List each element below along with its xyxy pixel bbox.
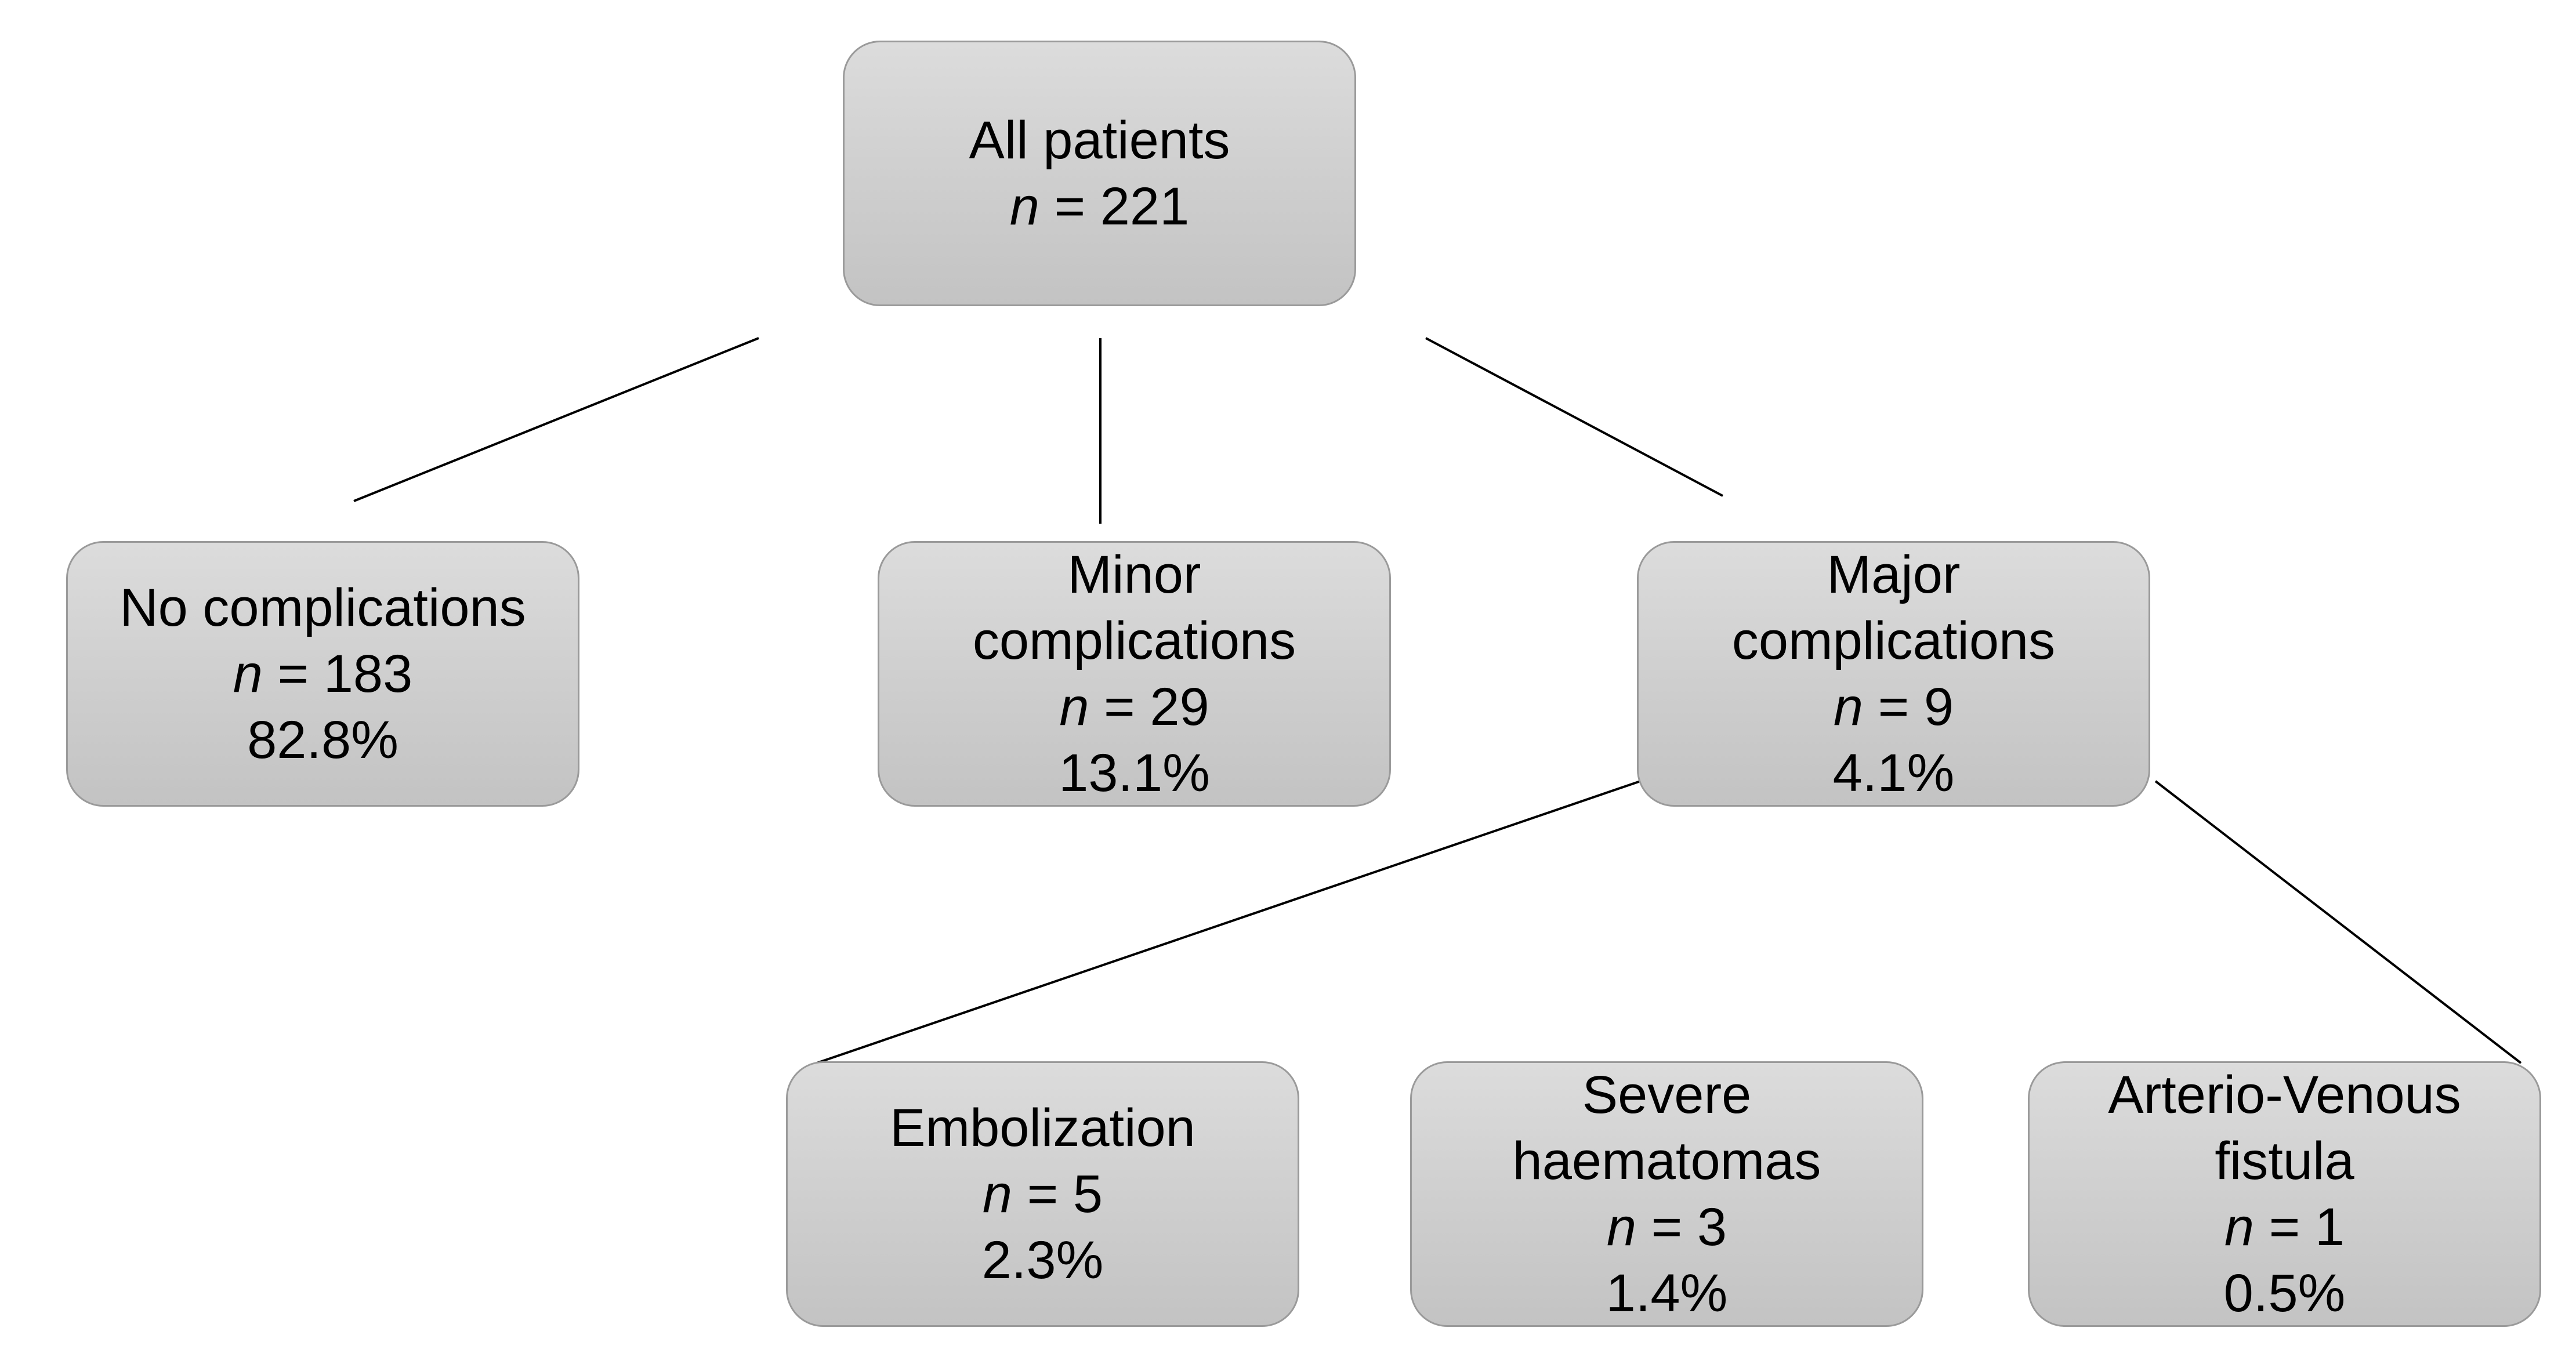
node-minor-complications: Minor complications n = 29 13.1%: [878, 541, 1391, 807]
node-percent: 2.3%: [981, 1231, 1104, 1290]
node-percent: 82.8%: [247, 710, 398, 770]
n-value: = 183: [262, 644, 413, 703]
n-variable: n: [1606, 1198, 1637, 1257]
n-value: = 9: [1863, 677, 1954, 737]
connector-major-to-avf: [2154, 780, 2522, 1064]
node-percent: 0.5%: [2223, 1264, 2346, 1323]
node-title: No complications: [119, 578, 526, 637]
node-title-line-2: complications: [972, 611, 1296, 670]
node-title-line-1: Arterio-Venous: [2108, 1065, 2461, 1124]
n-variable: n: [1009, 177, 1039, 236]
node-arterio-venous-fistula: Arterio-Venous fistula n = 1 0.5%: [2028, 1061, 2541, 1327]
n-value: = 3: [1636, 1198, 1727, 1257]
n-variable: n: [1833, 677, 1864, 737]
node-title-line-1: Minor: [1067, 545, 1201, 604]
node-title-line-2: fistula: [2215, 1131, 2354, 1191]
node-major-complications: Major complications n = 9 4.1%: [1637, 541, 2150, 807]
node-all-patients: All patients n = 221: [843, 41, 1356, 306]
n-value: = 221: [1039, 177, 1190, 236]
n-value: = 5: [1012, 1165, 1103, 1224]
connector-root-to-none: [353, 337, 759, 502]
node-percent: 1.4%: [1606, 1264, 1728, 1323]
node-percent: 4.1%: [1832, 743, 1955, 803]
n-variable: n: [1059, 677, 1089, 737]
n-variable: n: [2224, 1198, 2255, 1257]
connector-root-to-major: [1425, 337, 1723, 497]
connector-major-to-embol: [816, 780, 1641, 1064]
n-variable: n: [982, 1165, 1013, 1224]
node-title: All patients: [969, 111, 1230, 170]
node-percent: 13.1%: [1059, 743, 1210, 803]
n-variable: n: [233, 644, 263, 703]
node-no-complications: No complications n = 183 82.8%: [66, 541, 579, 807]
node-title-line-1: Major: [1827, 545, 1961, 604]
node-embolization: Embolization n = 5 2.3%: [786, 1061, 1299, 1327]
n-value: = 1: [2254, 1198, 2345, 1257]
node-title: Embolization: [890, 1098, 1195, 1158]
n-value: = 29: [1089, 677, 1209, 737]
node-title-line-2: complications: [1731, 611, 2056, 670]
node-title-line-1: Severe: [1582, 1065, 1752, 1124]
node-title-line-2: haematomas: [1512, 1131, 1821, 1191]
node-severe-haematomas: Severe haematomas n = 3 1.4%: [1410, 1061, 1923, 1327]
